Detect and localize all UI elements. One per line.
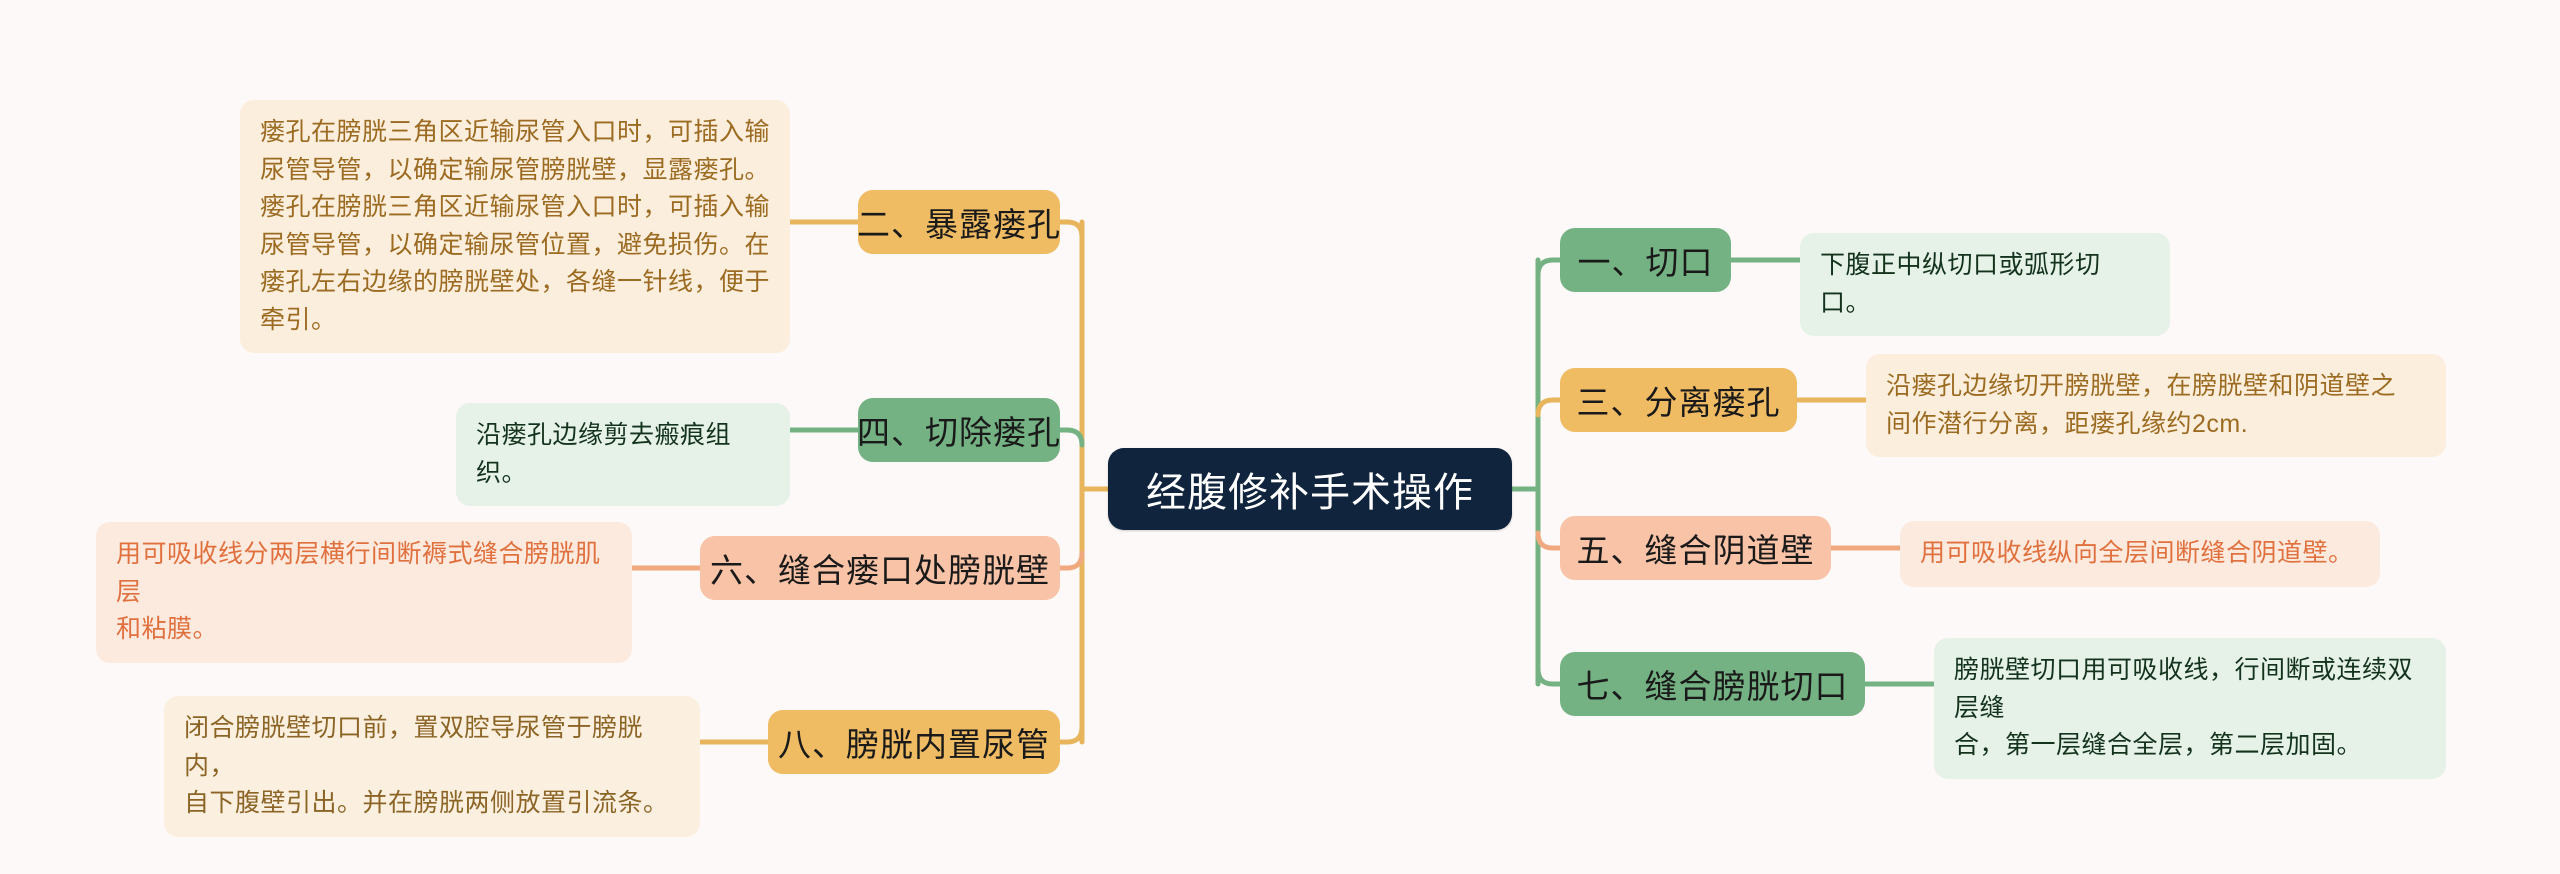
branch-label: 八、膀胱内置尿管 xyxy=(778,726,1050,763)
link-left-b2 xyxy=(1057,219,1085,240)
branch-node-b4[interactable]: 四、切除瘘孔 xyxy=(857,398,1061,462)
leaf-line: 用可吸收线纵向全层间断缝合阴道壁。 xyxy=(1920,539,2354,567)
leaf-line: 自下腹壁引出。并在膀胱两侧放置引流条。 xyxy=(184,789,669,817)
leaf-line: 瘘孔在膀胱三角区近输尿管入口时，可插入输 xyxy=(260,118,771,146)
leaf-box-b3[interactable]: 沿瘘孔边缘切开膀胱壁，在膀胱壁和阴道壁之 间作潜行分离，距瘘孔缘约2cm. xyxy=(1866,354,2446,457)
link-left-b8 xyxy=(1057,724,1085,745)
branch-node-b1[interactable]: 一、切口 xyxy=(1560,228,1731,292)
link-right-b1 xyxy=(1535,257,1563,278)
branch-label: 一、切口 xyxy=(1577,244,1714,281)
leaf-line: 尿管导管，以确定输尿管位置，避免损伤。在 xyxy=(260,230,771,259)
link-right-b7 xyxy=(1535,666,1563,687)
leaf-line: 沿瘘孔边缘切开膀胱壁，在膀胱壁和阴道壁之 xyxy=(1886,372,2397,400)
link-right-b5 xyxy=(1535,530,1563,551)
link-right-b3 xyxy=(1535,397,1563,418)
root-label: 经腹修补手术操作 xyxy=(1146,471,1474,515)
branch-node-b5[interactable]: 五、缝合阴道壁 xyxy=(1560,516,1831,580)
link-left-b4 xyxy=(1057,427,1085,448)
branch-label: 五、缝合阴道壁 xyxy=(1576,532,1815,569)
root-node[interactable]: 经腹修补手术操作 xyxy=(1108,448,1512,530)
leaf-line: 瘘孔左右边缘的膀胱壁处，各缝一针线，便于 xyxy=(260,268,771,296)
branch-label: 二、暴露瘘孔 xyxy=(857,206,1061,243)
leaf-box-b5[interactable]: 用可吸收线纵向全层间断缝合阴道壁。 xyxy=(1900,521,2380,587)
leaf-box-b2[interactable]: 瘘孔在膀胱三角区近输尿管入口时，可插入输 尿管导管，以确定输尿管膀胱壁，显露瘘孔… xyxy=(240,100,790,353)
leaf-line: 合，第一层缝合全层，第二层加固。 xyxy=(1954,731,2363,759)
branch-node-b2[interactable]: 二、暴露瘘孔 xyxy=(857,190,1061,254)
leaf-line: 沿瘘孔边缘剪去瘢痕组织。 xyxy=(476,421,732,487)
branch-label: 七、缝合膀胱切口 xyxy=(1576,668,1849,705)
branch-node-b8[interactable]: 八、膀胱内置尿管 xyxy=(768,710,1060,774)
leaf-line: 闭合膀胱壁切口前，置双腔导尿管于膀胱内， xyxy=(184,714,644,780)
leaf-line: 用可吸收线分两层横行间断褥式缝合膀胱肌层 xyxy=(116,540,601,606)
leaf-box-b7[interactable]: 膀胱壁切口用可吸收线，行间断或连续双层缝 合，第一层缝合全层，第二层加固。 xyxy=(1934,638,2446,779)
link-left-b6 xyxy=(1057,550,1085,571)
branch-node-b7[interactable]: 七、缝合膀胱切口 xyxy=(1560,652,1865,716)
leaf-line: 尿管导管，以确定输尿管膀胱壁，显露瘘孔。 xyxy=(260,155,771,184)
leaf-line: 和粘膜。 xyxy=(116,615,219,643)
leaf-box-b4[interactable]: 沿瘘孔边缘剪去瘢痕组织。 xyxy=(456,403,790,506)
branch-label: 四、切除瘘孔 xyxy=(857,414,1061,451)
leaf-box-b6[interactable]: 用可吸收线分两层横行间断褥式缝合膀胱肌层 和粘膜。 xyxy=(96,522,632,663)
branch-node-b3[interactable]: 三、分离瘘孔 xyxy=(1560,368,1797,432)
branch-label: 六、缝合瘘口处膀胱壁 xyxy=(710,552,1050,589)
leaf-line: 间作潜行分离，距瘘孔缘约2cm. xyxy=(1886,409,2249,438)
leaf-line: 瘘孔在膀胱三角区近输尿管入口时，可插入输 xyxy=(260,193,771,221)
leaf-line: 下腹正中纵切口或弧形切口。 xyxy=(1820,251,2101,317)
branch-node-b6[interactable]: 六、缝合瘘口处膀胱壁 xyxy=(700,536,1060,600)
leaf-line: 膀胱壁切口用可吸收线，行间断或连续双层缝 xyxy=(1954,656,2414,722)
leaf-box-b8[interactable]: 闭合膀胱壁切口前，置双腔导尿管于膀胱内， 自下腹壁引出。并在膀胱两侧放置引流条。 xyxy=(164,696,700,837)
branch-label: 三、分离瘘孔 xyxy=(1576,384,1781,421)
leaf-box-b1[interactable]: 下腹正中纵切口或弧形切口。 xyxy=(1800,233,2170,336)
leaf-line: 牵引。 xyxy=(260,305,337,334)
